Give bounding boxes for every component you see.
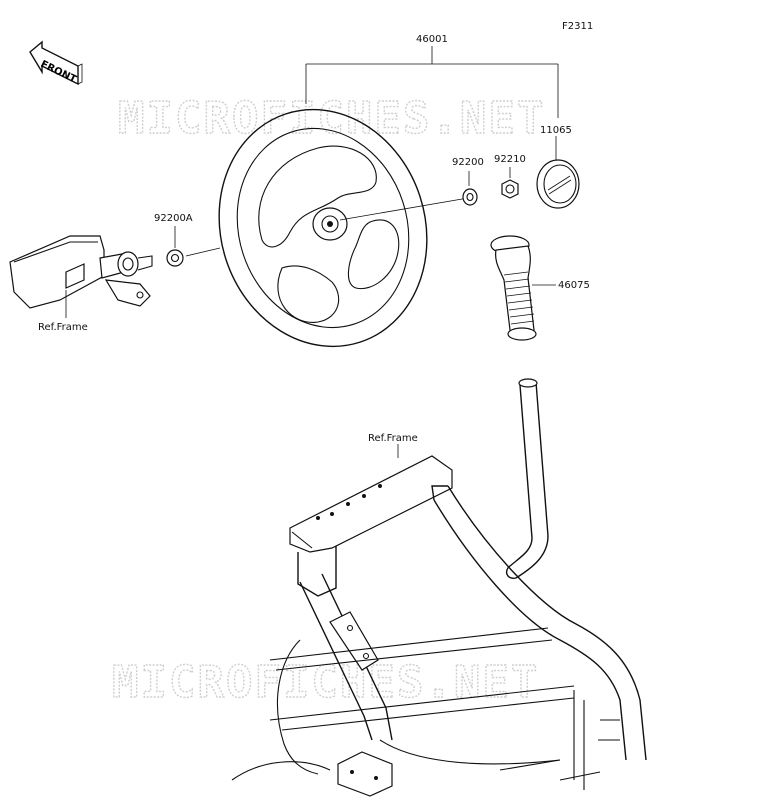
diagram-code: F2311 (562, 21, 593, 32)
shift-lever-rod (505, 378, 549, 579)
label-92200: 92200 (452, 157, 484, 168)
label-46075: 46075 (558, 280, 590, 291)
grip-46075 (490, 235, 537, 341)
label-46001: 46001 (416, 34, 448, 45)
cap-11065 (536, 159, 580, 209)
steering-wheel (218, 108, 428, 348)
label-11065: 11065 (540, 125, 572, 136)
label-92210: 92210 (494, 154, 526, 165)
front-arrow-icon: FRONT (29, 40, 83, 86)
steering-column (9, 235, 153, 309)
washer-92200 (462, 188, 478, 206)
vehicle-frame (231, 455, 647, 797)
steering-wheel-bracket (305, 46, 559, 118)
nut-92210 (501, 179, 519, 199)
label-ref-frame-left: Ref.Frame (38, 322, 88, 333)
label-ref-frame-center: Ref.Frame (368, 433, 418, 444)
washer-92200a (166, 249, 184, 267)
label-92200a: 92200A (154, 213, 193, 224)
watermark-top: MICROFICHES.NET (118, 93, 545, 144)
